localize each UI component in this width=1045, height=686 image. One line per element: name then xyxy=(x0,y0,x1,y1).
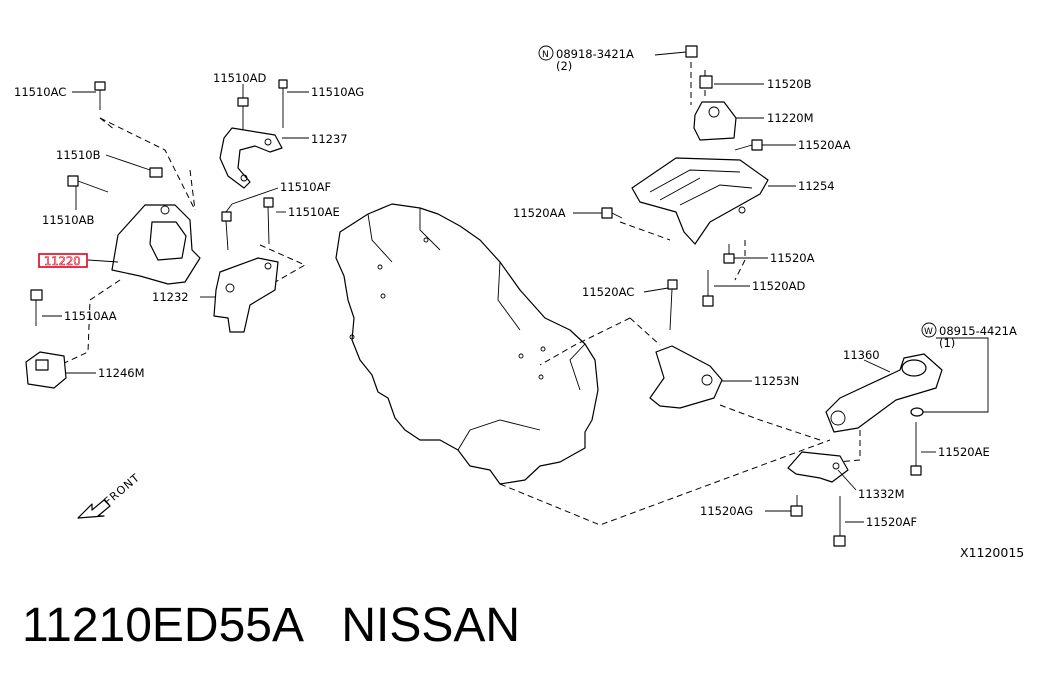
n-marker-icon xyxy=(538,45,554,61)
bracket-11332M xyxy=(787,451,849,483)
bolt-11520AA-right xyxy=(734,139,763,151)
front-arrow-icon xyxy=(77,499,111,519)
part-11520B xyxy=(699,75,713,89)
bolt-11510AA xyxy=(30,289,43,326)
label-n-prefix: N xyxy=(542,50,549,60)
label-11254: 11254 xyxy=(798,179,835,193)
label-11253N: 11253N xyxy=(754,374,799,388)
bolt-11510AC xyxy=(94,81,106,110)
label-11510AC: 11510AC xyxy=(14,85,66,99)
bolt-11520AF xyxy=(833,496,846,547)
label-08918-3421A: 08918-3421A xyxy=(556,47,634,61)
label-11510AA: 11510AA xyxy=(64,309,117,323)
bracket-11253N xyxy=(649,345,723,409)
label-w-prefix: W xyxy=(924,327,933,337)
label-11520AE: 11520AE xyxy=(938,445,990,459)
label-11220: 11220 xyxy=(44,254,81,268)
brand-name: NISSAN xyxy=(341,599,521,652)
bolt-11520A xyxy=(723,244,735,264)
label-11220M: 11220M xyxy=(767,111,814,125)
label-11520AF: 11520AF xyxy=(866,515,917,529)
label-11510AF: 11510AF xyxy=(280,180,331,194)
bolt-11510AD xyxy=(237,97,249,130)
label-08915-qty: (1) xyxy=(939,336,955,350)
label-11510AG: 11510AG xyxy=(311,85,364,99)
label-11510AD: 11510AD xyxy=(213,71,266,85)
label-11520AG: 11520AG xyxy=(700,504,753,518)
stud-11520AD xyxy=(702,270,714,307)
part-caption: 11210ED55A NISSAN xyxy=(22,598,520,653)
bracket-11237 xyxy=(219,127,283,189)
label-11520AA-right: 11520AA xyxy=(798,138,851,152)
label-11520B: 11520B xyxy=(767,77,812,91)
bolt-11510AG xyxy=(278,79,288,128)
bracket-11232 xyxy=(213,257,279,333)
label-11520A: 11520A xyxy=(770,251,815,265)
label-11232: 11232 xyxy=(152,290,189,304)
highlight-box-11220 xyxy=(38,253,88,268)
label-11510AE: 11510AE xyxy=(288,205,340,219)
bolt-11520AE xyxy=(910,422,922,476)
bolt-11520AG xyxy=(790,495,803,517)
label-front: FRONT xyxy=(102,471,143,508)
label-11520AC: 11520AC xyxy=(582,285,634,299)
label-08915-4421A: 08915-4421A xyxy=(939,324,1017,338)
mount-11220M xyxy=(693,101,737,141)
label-11520AD: 11520AD xyxy=(752,279,805,293)
bolt-11520AC xyxy=(667,279,678,331)
bolt-11510AE xyxy=(263,197,274,245)
label-11360: 11360 xyxy=(843,348,880,362)
bolt-11520AA-left xyxy=(601,207,623,219)
reference-code: X1120015 xyxy=(960,545,1024,560)
label-11520AA-left: 11520AA xyxy=(513,206,566,220)
bolt-11510AF xyxy=(221,211,232,251)
w-marker-icon xyxy=(921,322,937,338)
nut-08918 xyxy=(685,45,698,58)
bracket-11254 xyxy=(631,157,769,245)
part-number: 11210ED55A xyxy=(22,599,302,652)
label-11237: 11237 xyxy=(311,132,348,146)
label-11332M: 11332M xyxy=(858,487,905,501)
nut-11510B xyxy=(149,167,163,178)
label-11246M: 11246M xyxy=(98,366,145,380)
label-11510B: 11510B xyxy=(56,148,101,162)
label-11510AB: 11510AB xyxy=(42,213,94,227)
bolt-11510AB xyxy=(67,175,109,193)
exploded-parts-diagram: 11510AC 11510AD 11510AG 11237 11510B 115… xyxy=(14,45,1024,560)
washer-08915 xyxy=(910,407,924,417)
label-08918-qty: (2) xyxy=(556,59,572,73)
engine-block xyxy=(335,203,599,485)
